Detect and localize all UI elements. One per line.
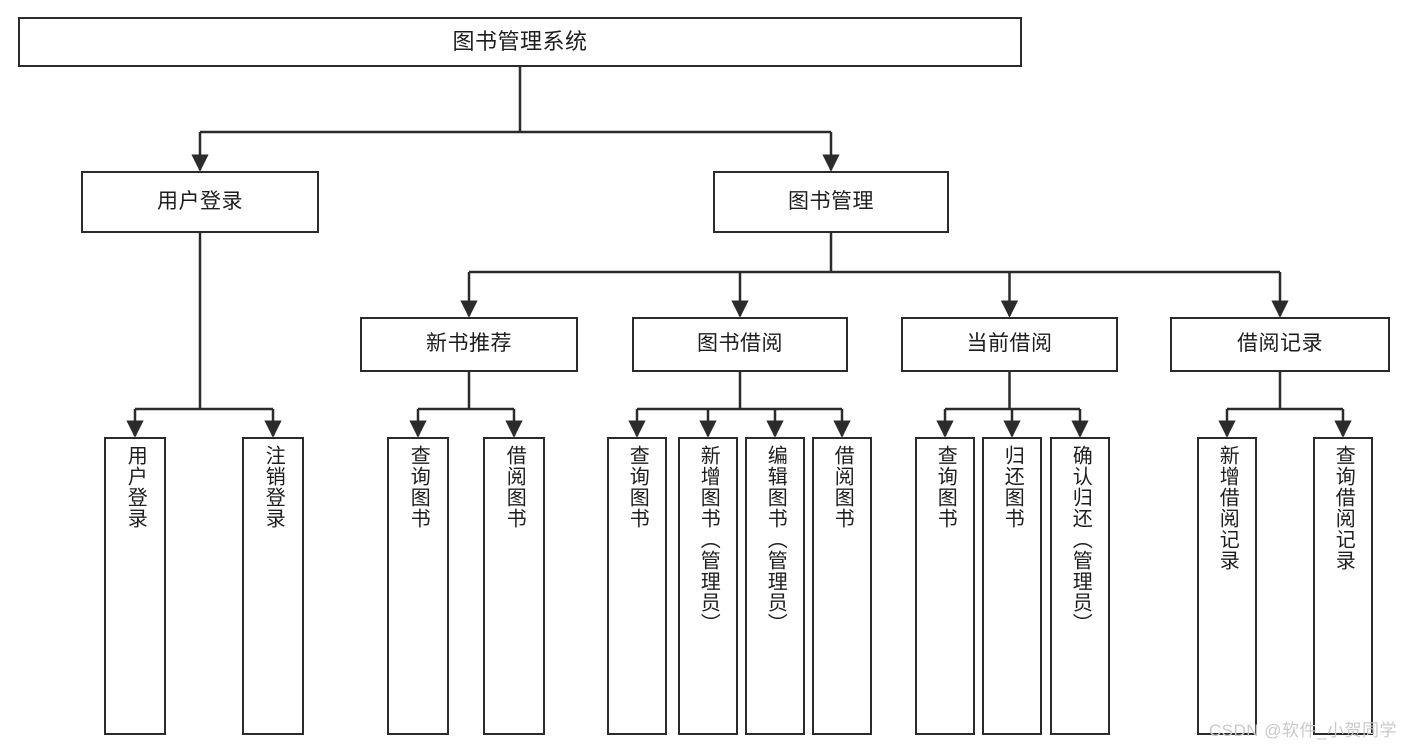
- leaf-return-book-label: 归还图书: [1001, 445, 1024, 529]
- node-book-borrowing-label: 图书借阅: [697, 332, 783, 356]
- leaf-add-book-admin[interactable]: 新增图书（管理员）: [678, 437, 738, 735]
- node-root[interactable]: 图书管理系统: [18, 17, 1022, 67]
- leaf-query-book-2[interactable]: 查询图书: [607, 437, 667, 735]
- leaf-add-borrow-record-label: 新增借阅记录: [1216, 445, 1239, 571]
- leaf-logout[interactable]: 注销登录: [242, 437, 304, 735]
- leaf-return-book[interactable]: 归还图书: [982, 437, 1042, 735]
- leaf-edit-book-admin[interactable]: 编辑图书（管理员）: [745, 437, 805, 735]
- node-book-management[interactable]: 图书管理: [713, 171, 949, 233]
- leaf-edit-book-admin-label: 编辑图书（管理员）: [764, 445, 787, 634]
- node-user-login-label: 用户登录: [157, 189, 243, 213]
- leaf-borrow-book-2-label: 借阅图书: [831, 445, 854, 529]
- leaf-query-borrow-record-label: 查询借阅记录: [1332, 445, 1355, 571]
- node-book-management-label: 图书管理: [788, 189, 874, 213]
- leaf-borrow-book-2[interactable]: 借阅图书: [812, 437, 872, 735]
- leaf-user-login[interactable]: 用户登录: [104, 437, 166, 735]
- node-new-book-recommendation[interactable]: 新书推荐: [360, 317, 578, 372]
- leaf-query-book-2-label: 查询图书: [626, 445, 649, 529]
- node-current-borrowing-label: 当前借阅: [966, 332, 1053, 356]
- leaf-query-borrow-record[interactable]: 查询借阅记录: [1313, 437, 1373, 735]
- leaf-confirm-return-admin-label: 确认归还（管理员）: [1069, 445, 1092, 634]
- leaf-confirm-return-admin[interactable]: 确认归还（管理员）: [1050, 437, 1110, 735]
- node-book-borrowing[interactable]: 图书借阅: [632, 317, 848, 372]
- leaf-user-login-label: 用户登录: [124, 445, 147, 529]
- node-root-label: 图书管理系统: [452, 29, 588, 55]
- node-new-book-recommendation-label: 新书推荐: [426, 332, 512, 356]
- leaf-borrow-book-1[interactable]: 借阅图书: [483, 437, 545, 735]
- leaf-add-book-admin-label: 新增图书（管理员）: [697, 445, 720, 634]
- leaf-query-book-1-label: 查询图书: [407, 445, 430, 529]
- node-current-borrowing[interactable]: 当前借阅: [901, 317, 1118, 372]
- leaf-query-book-3-label: 查询图书: [934, 445, 957, 529]
- leaf-query-book-3[interactable]: 查询图书: [915, 437, 975, 735]
- leaf-query-book-1[interactable]: 查询图书: [387, 437, 449, 735]
- watermark: CSDN @软件_小贺同学: [1208, 721, 1397, 740]
- node-borrow-records-label: 借阅记录: [1237, 332, 1323, 356]
- leaf-logout-label: 注销登录: [262, 445, 285, 529]
- leaf-borrow-book-1-label: 借阅图书: [503, 445, 526, 529]
- node-borrow-records[interactable]: 借阅记录: [1170, 317, 1390, 372]
- leaf-add-borrow-record[interactable]: 新增借阅记录: [1197, 437, 1257, 735]
- node-user-login[interactable]: 用户登录: [81, 171, 319, 233]
